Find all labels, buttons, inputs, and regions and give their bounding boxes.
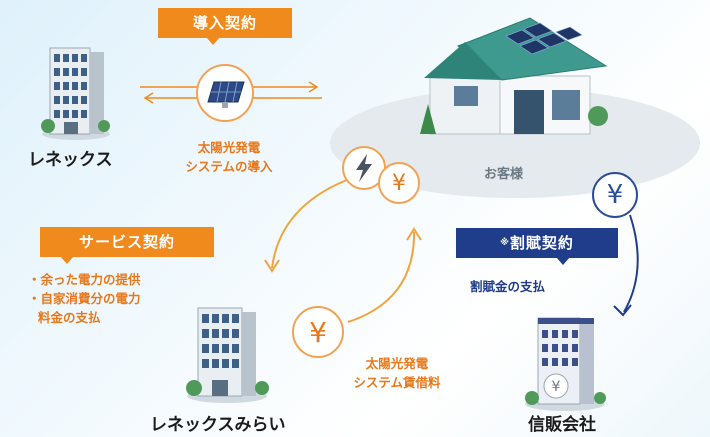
yen-circle-installment: ¥ [592,172,638,218]
arrow-service-arc-head [264,259,280,273]
arrow-installment-arc [623,214,639,313]
lease-line2: システム賃借料 [353,375,441,390]
arrow-installment-arc-head [613,304,632,317]
building-icon [41,47,110,140]
lease-line1: 太陽光発電 [365,356,429,371]
arrow-lease-arc-head [406,227,422,241]
renex-label: レネックス [28,150,113,170]
yen-icon: ¥ [309,315,327,349]
service-item-1: ・余った電力の提供 [28,272,141,287]
service-item-3: 料金の支払 [38,310,101,325]
introduction-contract-tag: 導入契約 [158,8,292,45]
arrow-left-top-head [143,92,154,104]
service-item-2: ・自家消費分の電力 [28,291,141,306]
installment-mark: ※ [500,238,510,248]
lease-text: 太陽光発電 システム賃借料 [342,354,452,392]
solar-panel-icon [207,81,245,108]
yen-circle-lease: ¥ [292,306,344,358]
installment-contract-tag: ※割賦契約 [456,228,618,265]
arrow-lease-arc [347,231,416,323]
solar-intro-text: 太陽光発電 システムの導入 [174,138,284,176]
solar-intro-line1: 太陽光発電 [197,140,261,155]
yen-icon: ¥ [606,180,624,210]
renex-mirai-label: レネックスみらい [150,415,286,435]
customer-label: お客様 [484,167,524,182]
solar-panel-circle [196,64,254,122]
service-items: ・余った電力の提供 ・自家消費分の電力 料金の支払 [28,270,141,327]
service-contract-tag: サービス契約 [40,227,214,264]
installment-contract-label: 割賦契約 [509,234,574,252]
yen-icon: ¥ [552,379,561,395]
building-icon [186,307,269,403]
solar-intro-line2: システムの導入 [185,159,273,174]
arrow-right-top-head [308,81,319,93]
yen-icon: ¥ [392,170,406,196]
yen-circle-customer: ¥ [378,162,420,204]
arrow-service-arc [271,177,353,269]
house-icon [420,17,608,135]
building-icon: ¥ [525,317,606,411]
introduction-contract-label: 導入契約 [192,14,257,32]
service-contract-label: サービス契約 [78,233,175,251]
lightning-icon [356,154,372,182]
installment-payment-text: 割賦金の支払 [470,279,546,294]
credit-company-label: 信販会社 [528,415,596,435]
